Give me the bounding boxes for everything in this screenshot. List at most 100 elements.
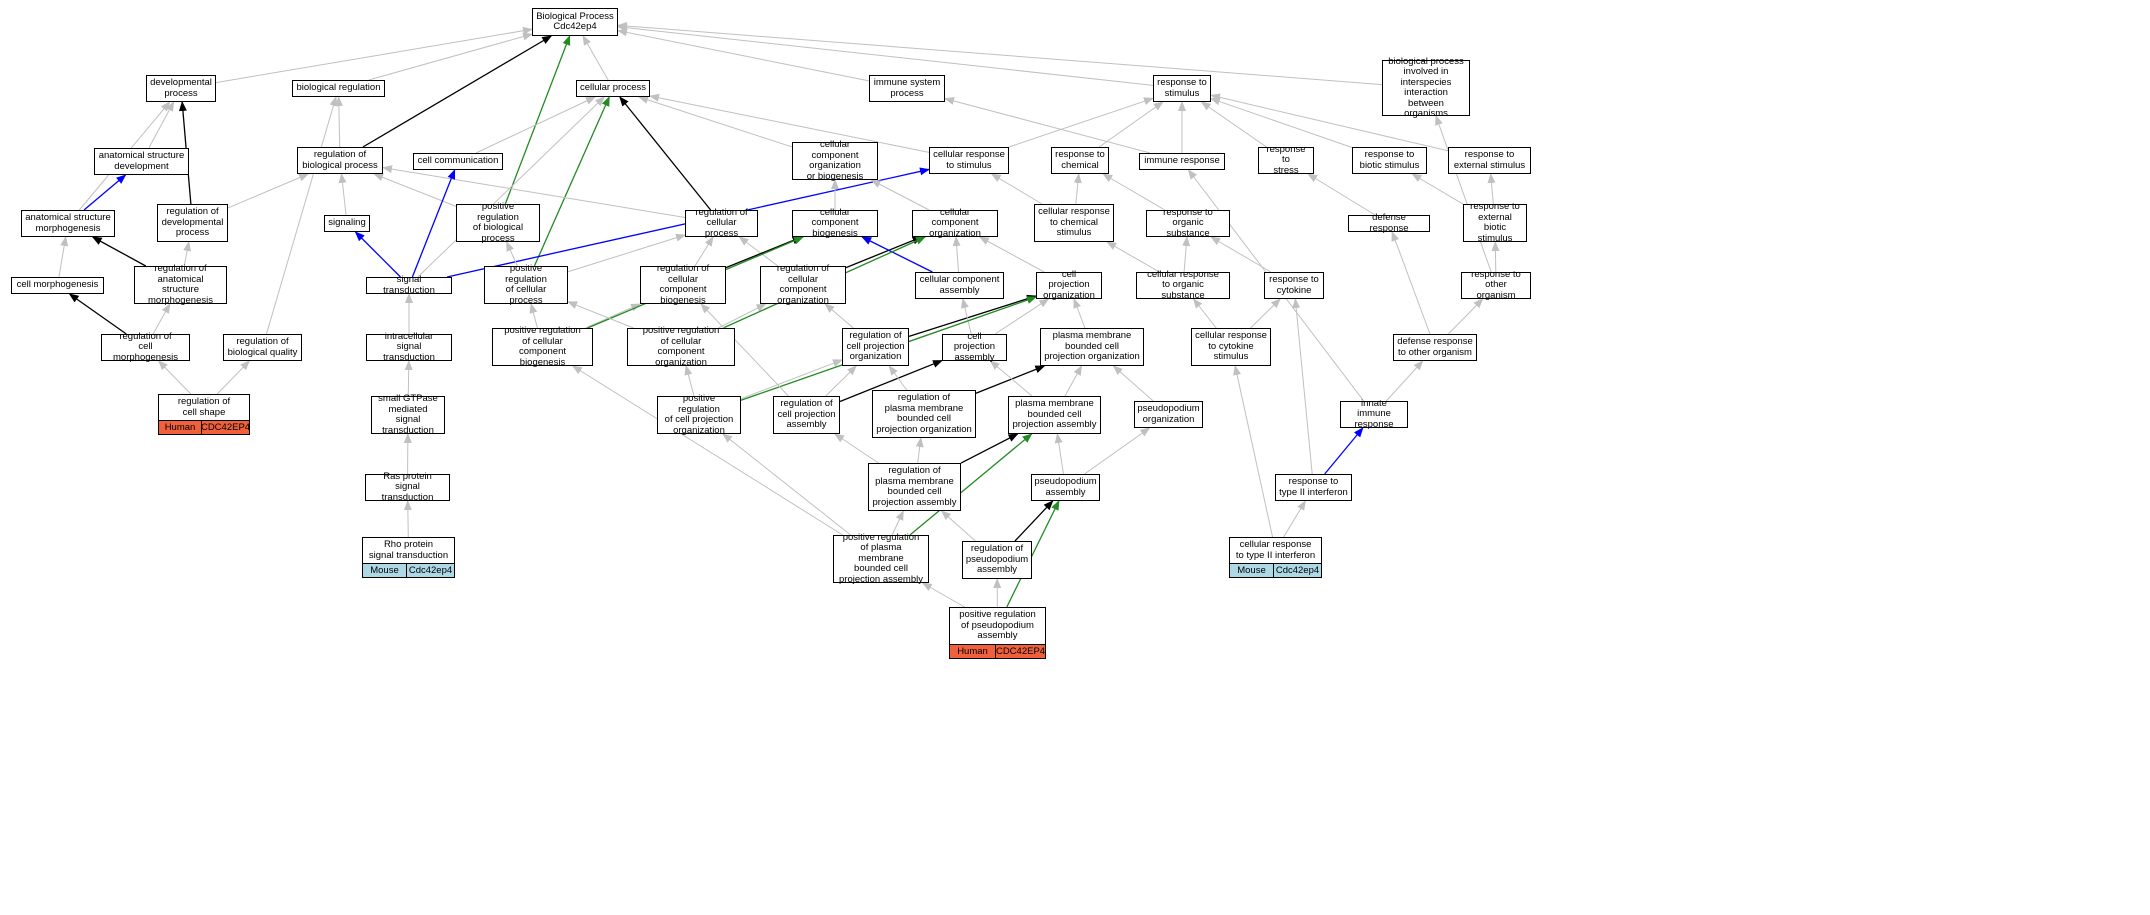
go-term-node-posregcellprojorg[interactable]: positive regulation of cell projection o… — [657, 393, 741, 435]
edge-is-a — [334, 96, 343, 148]
go-term-node-immsys[interactable]: immune system process — [869, 75, 945, 102]
go-term-node-regcell[interactable]: regulation of cellular process — [685, 207, 758, 239]
go-term-node-respextbio[interactable]: response to external biotic stimulus — [1463, 201, 1527, 243]
go-term-node-cellmorph[interactable]: cell morphogenesis — [11, 277, 104, 294]
go-term-node-posregbio[interactable]: positive regulation of biological proces… — [456, 201, 540, 243]
species-badge: Mouse — [1229, 563, 1274, 578]
go-term-node-cellresptype2[interactable]: cellular response to type II interferon — [1229, 537, 1322, 564]
go-term-node-intrasig[interactable]: intracellular signal transduction — [366, 331, 452, 363]
go-term-node-pseudoorg[interactable]: pseudopodium organization — [1134, 401, 1203, 428]
go-term-node-respcyto[interactable]: response to cytokine — [1264, 272, 1324, 299]
go-term-node-anatmorph[interactable]: anatomical structure morphogenesis — [21, 210, 115, 237]
go-term-node-resporg2[interactable]: response to other organism — [1461, 269, 1531, 301]
edge-is-a — [1210, 93, 1449, 152]
go-term-node-sigtrans[interactable]: signal transduction — [366, 274, 452, 295]
go-term-node-root[interactable]: Biological Process Cdc42ep4 — [532, 8, 618, 36]
edge-is-a — [403, 500, 412, 538]
go-term-node-cellproc[interactable]: cellular process — [576, 80, 650, 97]
edge-is-a — [571, 365, 843, 536]
edge-regulates — [83, 174, 127, 211]
edge-is-a — [700, 303, 789, 397]
go-term-node-regcellprojorg[interactable]: regulation of cell projection organizati… — [842, 328, 909, 366]
edge-is-a — [368, 32, 533, 81]
go-term-node-cellrespchem[interactable]: cellular response to chemical stimulus — [1034, 204, 1114, 242]
go-term-node-cellresporg[interactable]: cellular response to organic substance — [1136, 269, 1230, 301]
go-term-node-regccorg[interactable]: regulation of cellular component organiz… — [760, 263, 846, 305]
edge-is-a — [373, 173, 457, 207]
go-term-node-signaling[interactable]: signaling — [324, 215, 370, 232]
go-term-node-regbio[interactable]: regulation of biological process — [297, 147, 383, 174]
go-term-node-regbioqual[interactable]: regulation of biological quality — [223, 334, 302, 361]
edge-is-a — [940, 510, 976, 542]
go-term-node-pseudoassem[interactable]: pseudopodium assembly — [1031, 474, 1100, 501]
go-term-node-respstress[interactable]: response to stress — [1258, 144, 1314, 176]
edge-is-a — [1182, 236, 1191, 273]
edge-is-a — [870, 179, 930, 211]
edge-is-a — [404, 360, 413, 397]
go-term-node-regdev[interactable]: regulation of developmental process — [157, 204, 228, 242]
edge-part-of — [960, 433, 1019, 464]
go-term-node-smallgtp[interactable]: small GTPase mediated signal transductio… — [371, 393, 445, 435]
go-term-node-cellcomm[interactable]: cell communication — [413, 153, 503, 170]
go-term-node-innate[interactable]: innate immune response — [1340, 398, 1408, 430]
go-term-node-posregccorg[interactable]: positive regulation of cellular componen… — [627, 325, 735, 367]
go-term-node-cellresp[interactable]: cellular response to stimulus — [929, 147, 1009, 174]
go-term-node-respstim[interactable]: response to stimulus — [1153, 75, 1211, 102]
go-term-node-regccbiogen[interactable]: regulation of cellular component biogene… — [640, 263, 726, 305]
go-term-node-immresp[interactable]: immune response — [1139, 153, 1225, 170]
go-term-node-cellprojorg[interactable]: cell projection organization — [1036, 269, 1102, 301]
go-term-node-regcellmorph[interactable]: regulation of cell morphogenesis — [101, 331, 190, 363]
go-term-node-respbiotic[interactable]: response to biotic stimulus — [1352, 147, 1427, 174]
go-term-node-rho[interactable]: Rho protein signal transduction — [362, 537, 455, 564]
edge-is-a — [740, 359, 843, 400]
go-term-node-ccorg_bio[interactable]: cellular component organization or bioge… — [792, 139, 878, 181]
go-term-node-defrespother[interactable]: defense response to other organism — [1393, 334, 1477, 361]
go-term-node-cellprojassem[interactable]: cell projection assembly — [942, 331, 1007, 363]
edge-is-a — [694, 236, 714, 267]
go-term-node-resporg[interactable]: response to organic substance — [1146, 207, 1230, 239]
species-badge: Human — [949, 644, 996, 659]
edge-is-a — [567, 301, 634, 329]
go-graph: Biological Process Cdc42ep4 developmental… — [11, 8, 1531, 659]
go-term-node-ccbiogen[interactable]: cellular component biogenesis — [792, 207, 878, 239]
edge-is-a — [1200, 101, 1267, 148]
edge-is-a — [888, 365, 908, 391]
go-term-node-regcellshape[interactable]: regulation of cell shape — [158, 394, 250, 421]
go-term-node-pmbcellprojassem[interactable]: plasma membrane bounded cell projection … — [1008, 396, 1101, 434]
go-term-node-anatdev[interactable]: anatomical structure development — [94, 148, 189, 175]
go-term-node-posregpmbassem[interactable]: positive regulation of plasma membrane b… — [833, 532, 929, 585]
go-term-node-reganatmorph[interactable]: regulation of anatomical structure morph… — [134, 263, 227, 305]
go-term-node-cellrespcyto[interactable]: cellular response to cytokine stimulus — [1191, 328, 1271, 366]
edge-is-a — [638, 95, 793, 148]
go-term-node-resptype2[interactable]: response to type II interferon — [1275, 474, 1352, 501]
go-term-node-regpmbassem[interactable]: regulation of plasma membrane bounded ce… — [868, 463, 961, 511]
go-term-node-regpmbcellprojorg[interactable]: regulation of plasma membrane bounded ce… — [872, 390, 976, 438]
go-term-node-regcellprojassem[interactable]: regulation of cell projection assembly — [773, 396, 840, 434]
go-term-node-posregccbiogen[interactable]: positive regulation of cellular componen… — [492, 325, 593, 367]
go-term-node-pmbcellprojorg[interactable]: plasma membrane bounded cell projection … — [1040, 328, 1144, 366]
go-term-node-respchem[interactable]: response to chemical — [1051, 147, 1109, 174]
go-term-node-bioreg[interactable]: biological regulation — [292, 80, 385, 97]
go-term-node-interspecies[interactable]: biological process involved in interspec… — [1382, 56, 1470, 119]
go-term-node-ras[interactable]: Ras protein signal transduction — [365, 471, 450, 503]
go-term-node-defresp[interactable]: defense response — [1348, 212, 1430, 233]
go-term-node-respext[interactable]: response to external stimulus — [1448, 147, 1531, 174]
edge-layer — [58, 22, 1500, 608]
go-term-node-ccassembly[interactable]: cellular component assembly — [915, 272, 1004, 299]
edge-part-of — [1014, 500, 1054, 542]
edge-pos-regulates — [533, 96, 610, 267]
edge-is-a — [978, 236, 1045, 273]
go-term-node-posregpseudo[interactable]: positive regulation of pseudopodium asse… — [949, 607, 1046, 645]
edge-part-of — [908, 294, 1037, 337]
edge-is-a — [152, 303, 171, 335]
edge-is-a — [1098, 101, 1164, 148]
edge-is-a — [1106, 241, 1160, 273]
edge-is-a — [891, 510, 904, 536]
go-term-node-posregcell[interactable]: positive regulation of cellular process — [484, 263, 568, 305]
go-term-node-devproc[interactable]: developmental process — [146, 75, 216, 102]
edge-is-a — [585, 303, 641, 329]
go-term-node-ccorg[interactable]: cellular component organization — [912, 207, 998, 239]
edge-is-a — [1008, 97, 1154, 148]
go-term-node-regpseudoassem[interactable]: regulation of pseudopodium assembly — [962, 541, 1032, 579]
edge-regulates — [861, 236, 933, 273]
